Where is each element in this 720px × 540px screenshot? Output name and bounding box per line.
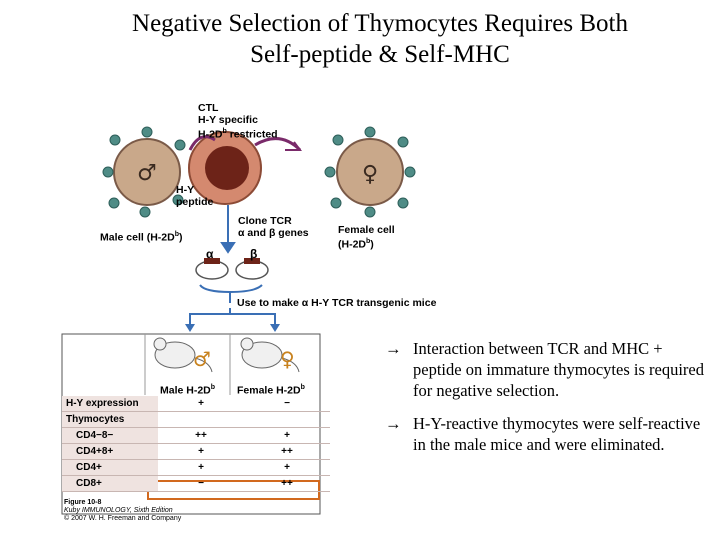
title-line-1: Negative Selection of Thymocytes Require…: [132, 10, 628, 37]
transgenic-label: Use to make α H-Y TCR transgenic mice: [237, 297, 437, 309]
split-arrowheads: [185, 324, 280, 332]
col-male-header: Male H-2Db: [160, 384, 216, 397]
female-symbol-cell: ♀: [362, 162, 378, 187]
male-mouse-icon: [153, 337, 213, 373]
bullet-item: → H-Y-reactive thymocytes were self-reac…: [385, 413, 715, 455]
alpha-gene-plasmid: [195, 258, 229, 280]
table-row: CD4−8− ++ +: [62, 427, 330, 444]
female-value: +: [244, 459, 330, 476]
table-row: CD4+8+ + ++: [62, 443, 330, 460]
slide-title: Negative Selection of Thymocytes Require…: [0, 8, 720, 70]
row-label: CD8+: [62, 475, 158, 492]
male-value: +: [158, 459, 244, 476]
male-symbol-cell: ♂: [137, 161, 157, 186]
bullet-item: → Interaction between TCR and MHC + pept…: [385, 338, 715, 401]
transgenic-brace: [189, 284, 276, 326]
male-symbol-mouse: ♂: [193, 347, 211, 371]
row-label: CD4−8−: [62, 427, 158, 444]
table-row: CD8+ − ++: [62, 475, 330, 492]
bullet-text: H-Y-reactive thymocytes were self-reacti…: [413, 414, 701, 454]
male-value: +: [158, 396, 244, 412]
male-cell-receptors: [102, 126, 186, 218]
female-value: ++: [244, 443, 330, 460]
male-cell: ♂: [113, 138, 181, 206]
female-symbol-mouse: ♀: [280, 347, 295, 371]
clone-arrow: [220, 205, 236, 254]
female-value: ++: [244, 475, 330, 492]
male-value: ++: [158, 427, 244, 444]
col-female-header: Female H-2Db: [237, 384, 305, 397]
female-cell-label: Female cell (H-2Db): [338, 224, 395, 251]
hy-peptide-label: H-Y peptide: [176, 184, 214, 208]
results-table: H-Y expression + − Thymocytes CD4−8− ++ …: [62, 396, 330, 492]
male-cell-label: Male cell (H-2Db): [100, 231, 183, 244]
row-label: H-Y expression: [62, 396, 158, 412]
ctl-label: CTL H-Y specific H-2Db restricted: [198, 102, 278, 141]
beta-label: β: [250, 247, 258, 261]
bullet-text: Interaction between TCR and MHC + peptid…: [413, 339, 704, 400]
arrow-icon: →: [385, 414, 402, 433]
female-mouse-icon: [240, 337, 300, 373]
row-label: Thymocytes: [62, 411, 158, 428]
row-label: CD4+: [62, 459, 158, 476]
table-row: CD4+ + +: [62, 459, 330, 476]
table-row-thymocytes: Thymocytes: [62, 411, 330, 428]
male-value: +: [158, 443, 244, 460]
female-cell-receptors: [324, 126, 416, 218]
table-row-hy-expression: H-Y expression + −: [62, 396, 330, 412]
figure-caption: Figure 10-8 Kuby IMMUNOLOGY, Sixth Editi…: [64, 499, 182, 522]
title-line-2: Self-peptide & Self-MHC: [250, 41, 510, 68]
bullet-list: → Interaction between TCR and MHC + pept…: [385, 338, 715, 467]
female-value: +: [244, 427, 330, 444]
ctl-cell: [188, 131, 302, 205]
clone-tcr-label: Clone TCR α and β genes: [238, 215, 309, 239]
arrow-icon: →: [385, 339, 402, 358]
beta-gene-plasmid: [235, 258, 269, 280]
alpha-label: α: [206, 247, 214, 261]
female-value: −: [244, 396, 330, 412]
female-cell: ♀: [336, 138, 404, 206]
row-label: CD4+8+: [62, 443, 158, 460]
male-value: −: [158, 475, 244, 492]
